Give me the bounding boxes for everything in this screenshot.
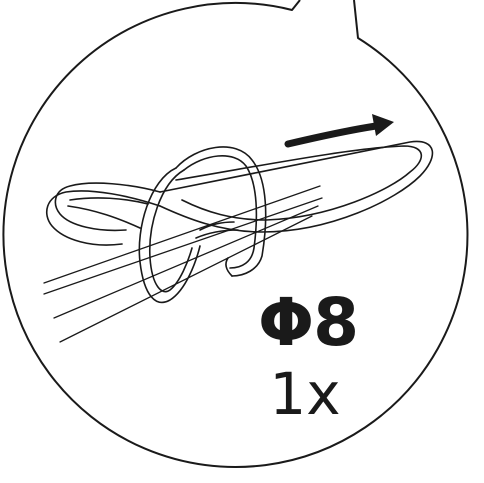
quantity-label: 1x (240, 365, 370, 423)
detail-callout-bubble (3, 0, 467, 467)
diameter-label: Φ8 (238, 290, 378, 356)
